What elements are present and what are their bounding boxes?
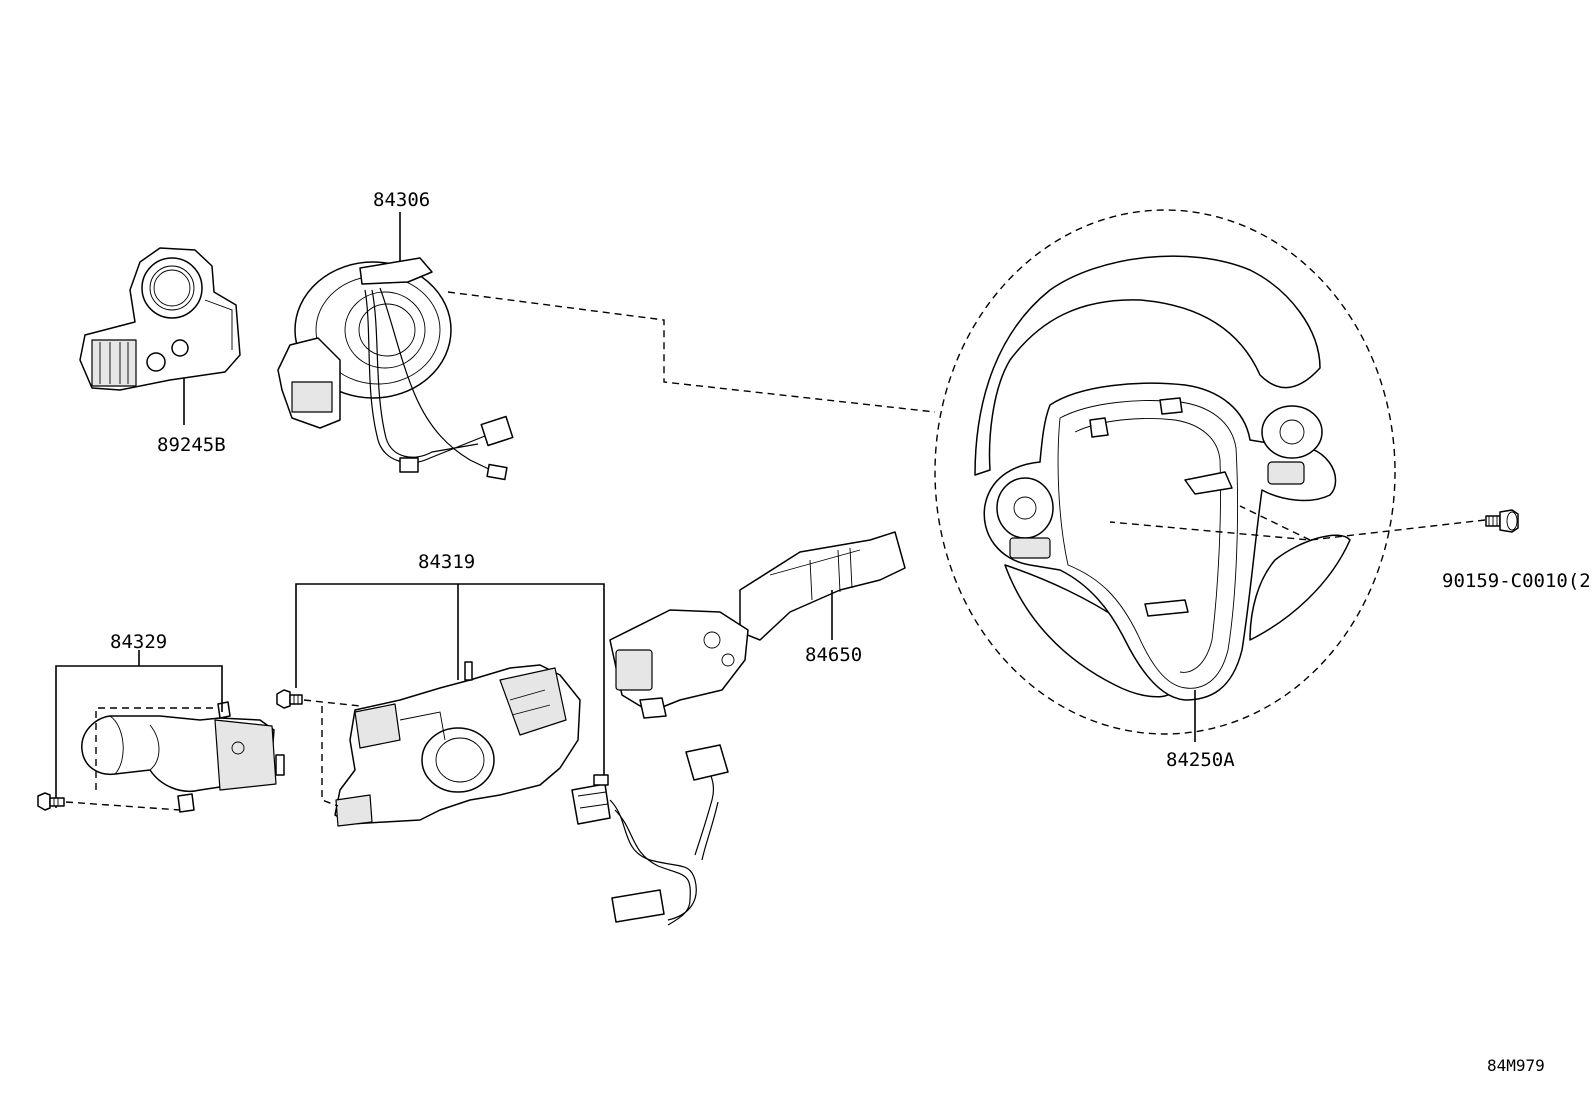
label-84319: 84319 xyxy=(418,551,475,573)
label-84650: 84650 xyxy=(805,644,862,666)
dashed-screw-84319 xyxy=(303,699,361,707)
label-84306: 84306 xyxy=(373,189,430,211)
bracket-84319 xyxy=(295,583,605,778)
part-84329-turn-signal-switch[interactable] xyxy=(81,701,285,813)
dashed-frame-84319 xyxy=(321,706,339,807)
part-84650-wiper-switch[interactable] xyxy=(609,531,906,719)
part-90159-bolt[interactable] xyxy=(1485,509,1519,533)
label-89245B: 89245B xyxy=(157,434,226,456)
part-84319-wire-harness[interactable] xyxy=(571,744,729,926)
dashed-frame-84329 xyxy=(95,707,218,790)
part-84306-spiral-cable[interactable] xyxy=(277,257,514,481)
dashed-link-84306-wheel xyxy=(447,291,936,413)
part-84250A-steering-wheel[interactable] xyxy=(934,209,1396,735)
label-84250A: 84250A xyxy=(1166,749,1235,771)
label-90159: 90159-C0010(2) xyxy=(1442,570,1592,592)
dashed-link-bolt-b xyxy=(1239,505,1311,541)
dashed-screw-84329 xyxy=(65,801,181,811)
part-84319-screw[interactable] xyxy=(276,689,303,709)
part-84319-switch-assembly[interactable] xyxy=(334,661,581,827)
label-84329: 84329 xyxy=(110,631,167,653)
part-84329-screw[interactable] xyxy=(37,792,65,811)
diagram-id: 84M979 xyxy=(1487,1056,1545,1075)
part-89245B-steering-sensor[interactable] xyxy=(79,247,241,391)
